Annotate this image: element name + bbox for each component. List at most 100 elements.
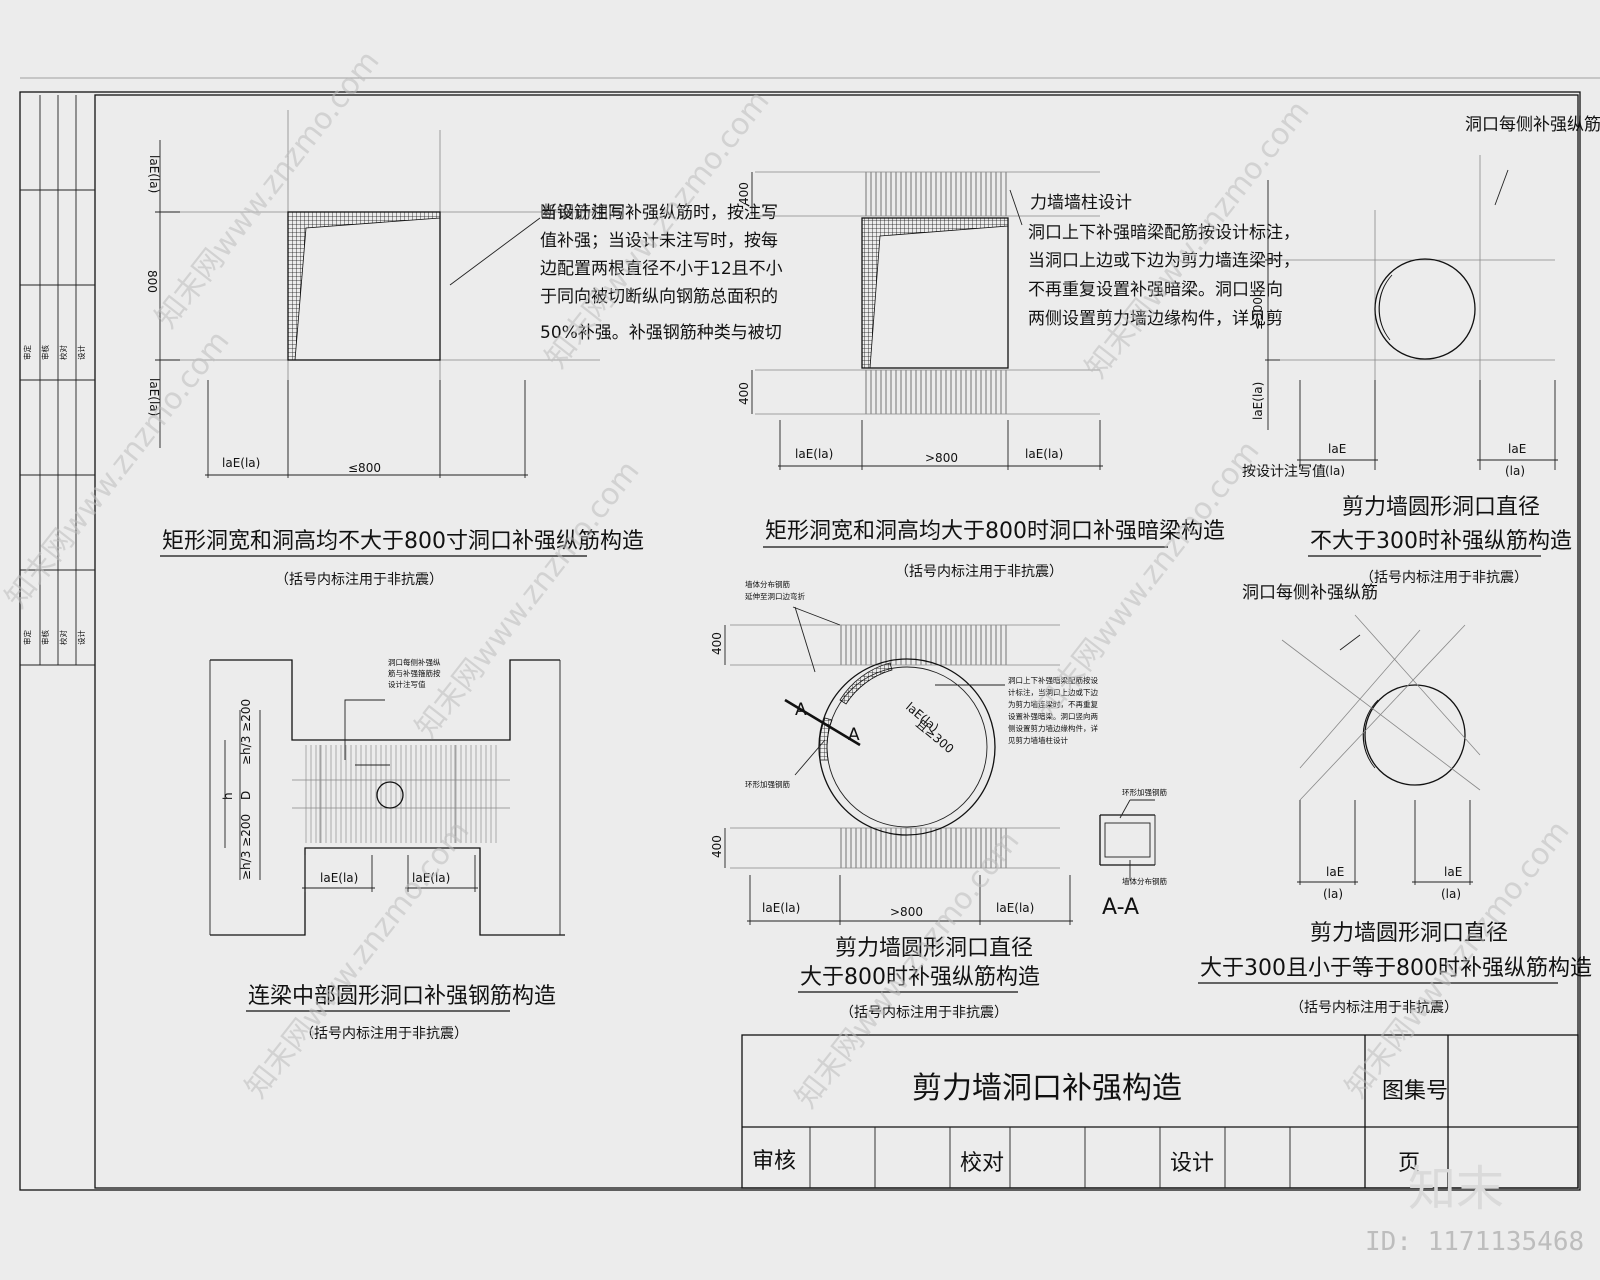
watermark-4: 知末网www.znzmo.com xyxy=(0,324,237,615)
dim-400-top: 400 xyxy=(710,632,724,655)
note-line-1: 力墙墙柱设计 xyxy=(1030,193,1132,213)
right-note-2: 计标注，当洞口上边或下边 xyxy=(1008,687,1098,697)
panel4-title-2: 大于300且小于等于800时补强纵筋构造 xyxy=(1200,956,1592,981)
note-line-4: 不再重复设置补强暗梁。洞口竖向 xyxy=(1028,280,1283,300)
ring-note: 环形加强钢筋 xyxy=(745,779,790,789)
strip-label-7: 校对 xyxy=(58,630,68,645)
section-label: A-A xyxy=(1102,895,1139,920)
dim-beam-height: h xyxy=(221,792,235,800)
panel2-subtitle: （括号内标注用于非抗震） xyxy=(895,564,1063,580)
panel4-subtitle: （括号内标注用于非抗震） xyxy=(1290,1000,1458,1016)
dim-width-800: >800 xyxy=(925,451,958,465)
right-note-5: 侧设置剪力墙边缘构件，详 xyxy=(1008,723,1098,733)
dim-la-w1: laE xyxy=(1328,442,1346,456)
reinforcement-hatch xyxy=(287,211,441,361)
dim-la-w2b: (la) xyxy=(1441,887,1461,901)
watermark-layer: 知末网www.znzmo.com 知末网www.znzmo.com 知末网www… xyxy=(0,44,1584,1257)
strip-label-1: 审定 xyxy=(22,345,32,360)
note-line-5: 50%补强。补强钢筋种类与被切 xyxy=(540,323,782,343)
section-bottom-note: 墙体分布钢筋 xyxy=(1122,876,1167,886)
sheet-title: 剪力墙洞口补强构造 xyxy=(912,1071,1182,1106)
review-label: 审核 xyxy=(752,1149,796,1174)
left-title-strip: 审定 审核 校对 设计 审定 审核 校对 设计 xyxy=(20,95,95,666)
dim-la-left: laE(la) xyxy=(762,901,800,915)
reinforcement-hatch xyxy=(861,217,1009,369)
atlas-number-label: 图集号 xyxy=(1382,1079,1448,1104)
note-line-2: 洞口上下补强暗梁配筋按设计标注， xyxy=(1028,223,1300,243)
note-line-5: 两侧设置剪力墙边缘构件，详见剪 xyxy=(1028,309,1283,329)
dim-la-left: laE(la) xyxy=(320,871,358,885)
dim-la-w2: laE xyxy=(1444,865,1462,879)
strip-label-2: 审核 xyxy=(40,345,50,360)
dim-height-800: 800 xyxy=(145,270,159,293)
right-note-1: 洞口上下补强暗梁配筋按设 xyxy=(1008,675,1098,685)
panel6-subtitle: （括号内标注用于非抗震） xyxy=(840,1005,1008,1021)
dim-width-la: laE(la) xyxy=(222,456,260,470)
image-id: ID: 1171135468 xyxy=(1365,1227,1584,1257)
right-note-4: 设置补强暗梁。洞口竖向两 xyxy=(1008,711,1098,721)
panel2-title: 矩形洞宽和洞高均大于800时洞口补强暗梁构造 xyxy=(765,519,1225,544)
strip-label-3: 校对 xyxy=(58,345,68,360)
dim-la-w1b: (la) xyxy=(1323,887,1343,901)
panel-rect-large: 400 400 laE(la) >800 laE(la) 力墙墙柱设计 洞口上下… xyxy=(737,171,1300,580)
dim-la-right: laE(la) xyxy=(412,871,450,885)
watermark-5: 知末网www.znzmo.com xyxy=(409,454,647,745)
hole-circle xyxy=(376,781,404,809)
tl-note-1: 墙体分布钢筋 xyxy=(745,579,790,589)
panel-coupling-beam: 洞口每侧补强纵 筋与补强箍筋按 设计注写值 ≥h/3 ≥200 D ≥h/3 ≥… xyxy=(209,657,565,1042)
callout-line-1: 洞口每侧补强纵 xyxy=(388,657,441,667)
dim-400-bottom: 400 xyxy=(737,382,751,405)
check-label: 校对 xyxy=(960,1151,1004,1176)
dim-la-right: laE(la) xyxy=(996,901,1034,915)
dim-la-w1b: (la) xyxy=(1325,464,1345,478)
strip-label-4: 设计 xyxy=(76,345,86,360)
design-label: 设计 xyxy=(1170,1151,1214,1176)
section-a-a: 环形加强钢筋 墙体分布钢筋 A-A xyxy=(1099,787,1167,920)
section-cut-line xyxy=(784,698,861,747)
right-note-6: 见剪力墙墙柱设计 xyxy=(1008,735,1068,745)
strip-label-6: 审核 xyxy=(40,630,50,645)
panel4-title-1: 剪力墙圆形洞口直径 xyxy=(1310,921,1508,946)
overlay-label: 断钢筋相同 xyxy=(540,203,625,223)
panel1-title: 矩形洞宽和洞高均不大于800寸洞口补强纵筋构造 xyxy=(162,529,644,554)
dim-la-vertical: laE(la) xyxy=(1251,382,1265,420)
dim-400-bottom: 400 xyxy=(710,835,724,858)
dim-la-right: laE(la) xyxy=(1025,447,1063,461)
top-note: 洞口每侧补强纵筋 xyxy=(1242,583,1378,603)
panel5-title: 连梁中部圆形洞口补强钢筋构造 xyxy=(248,984,556,1009)
dim-la-w1: laE xyxy=(1326,865,1344,879)
callout-line-3: 设计注写值 xyxy=(388,679,426,689)
dim-diameter: D xyxy=(239,791,253,800)
dim-width-800: >800 xyxy=(890,905,923,919)
section-mark-a2: A xyxy=(848,725,860,745)
dim-la-w2b: (la) xyxy=(1505,464,1525,478)
callout-line-2: 筋与补强箍筋按 xyxy=(388,668,441,678)
dim-la-w2: laE xyxy=(1508,442,1526,456)
brand-logo: 知末 xyxy=(1408,1161,1504,1217)
dim-diameter: ≤300 xyxy=(1251,297,1265,330)
panel-circle-small: ≤300 laE(la) laE (la) laE (la) 按设计注写值 剪力… xyxy=(1242,155,1572,586)
section-mark-a1: A xyxy=(795,700,807,720)
strip-label-8: 设计 xyxy=(76,630,86,645)
note-line-2: 值补强；当设计未注写时，按每 xyxy=(540,231,778,251)
dim-la-top: laE(la) xyxy=(147,155,161,193)
dim-400-top: 400 xyxy=(737,182,751,205)
page-label: 页 xyxy=(1398,1151,1420,1176)
panel-circle-large: A A laE(la) 且≥300 墙体分布钢筋 延伸至洞口边弯折 洞口上下补强… xyxy=(710,579,1098,1021)
panel6-title-2: 大于800时补强纵筋构造 xyxy=(800,965,1040,990)
hole-circle xyxy=(1364,684,1466,786)
note-line-4: 于同向被切断纵向钢筋总面积的 xyxy=(540,287,778,307)
section-top-note: 环形加强钢筋 xyxy=(1122,787,1167,797)
note-line-1: 当设计注写补强纵筋时，按注写 xyxy=(540,203,778,223)
watermark-1: 知末网www.znzmo.com xyxy=(149,44,387,335)
dim-top-clear: ≥h/3 ≥200 xyxy=(239,699,253,765)
dim-bottom-clear: ≥h/3 ≥200 xyxy=(239,814,253,880)
strip-label-5: 审定 xyxy=(22,630,32,645)
panel-circle-medium: 洞口每侧补强纵筋 laE (la) laE (la) 剪力墙圆形洞口直径 大于3… xyxy=(1198,583,1592,1016)
panel3-title-1: 剪力墙圆形洞口直径 xyxy=(1342,495,1540,520)
panel-rect-small: laE(la) 800 laE(la) laE(la) ≤800 当设计注写补强… xyxy=(145,110,783,588)
right-note-3: 为剪力墙连梁时，不再重复 xyxy=(1008,699,1098,709)
tl-note-2: 延伸至洞口边弯折 xyxy=(745,591,805,601)
panel3-subtitle: （括号内标注用于非抗震） xyxy=(1360,570,1528,586)
panel1-subtitle: （括号内标注用于非抗震） xyxy=(275,572,443,588)
